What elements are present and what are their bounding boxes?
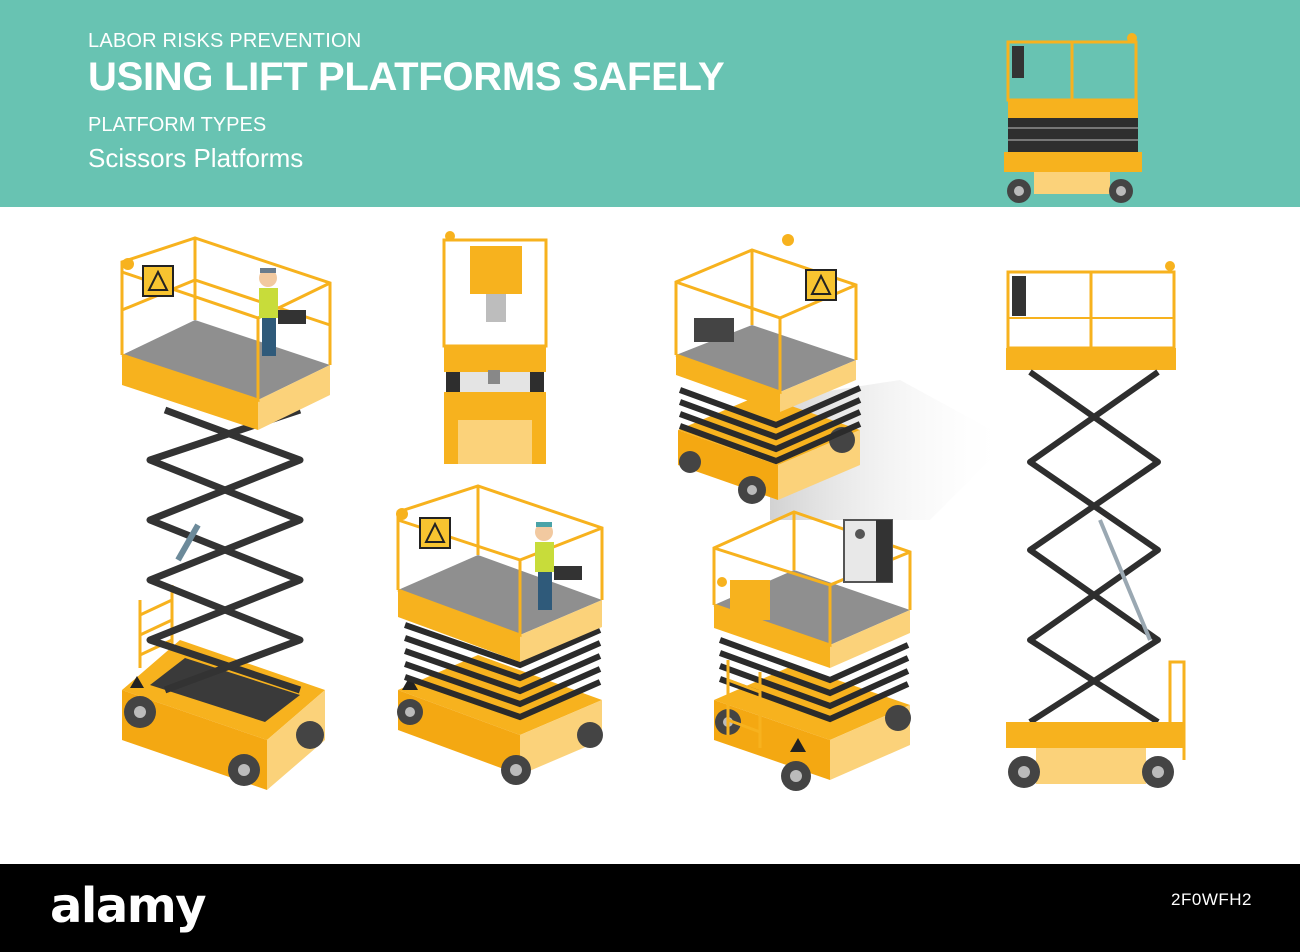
scissor-lift-stowed-side-view bbox=[1004, 33, 1142, 203]
stock-id: 2F0WFH2 bbox=[1171, 890, 1252, 909]
scissor-lift-stowed-isometric-shadow bbox=[674, 234, 1010, 520]
scissor-lift-extended-side-view bbox=[1006, 261, 1186, 788]
scissor-lift-top-view bbox=[442, 231, 548, 464]
scissor-lift-extended-isometric-with-operator bbox=[120, 236, 332, 790]
page-title: USING LIFT PLATFORMS SAFELY bbox=[88, 55, 725, 99]
illustration-canvas bbox=[120, 33, 1186, 791]
header-subtitle: PLATFORM TYPES bbox=[88, 114, 267, 136]
brand-logo: alamy bbox=[50, 878, 207, 934]
scissor-lift-stowed-isometric-control-box bbox=[712, 510, 912, 791]
header-kicker: LABOR RISKS PREVENTION bbox=[88, 30, 362, 52]
header-section: Scissors Platforms bbox=[88, 143, 304, 173]
header-text: LABOR RISKS PREVENTION USING LIFT PLATFO… bbox=[88, 30, 725, 174]
footer-bar: alamy 2F0WFH2 bbox=[0, 864, 1300, 952]
scissor-lift-stowed-isometric-with-operator bbox=[396, 484, 604, 785]
